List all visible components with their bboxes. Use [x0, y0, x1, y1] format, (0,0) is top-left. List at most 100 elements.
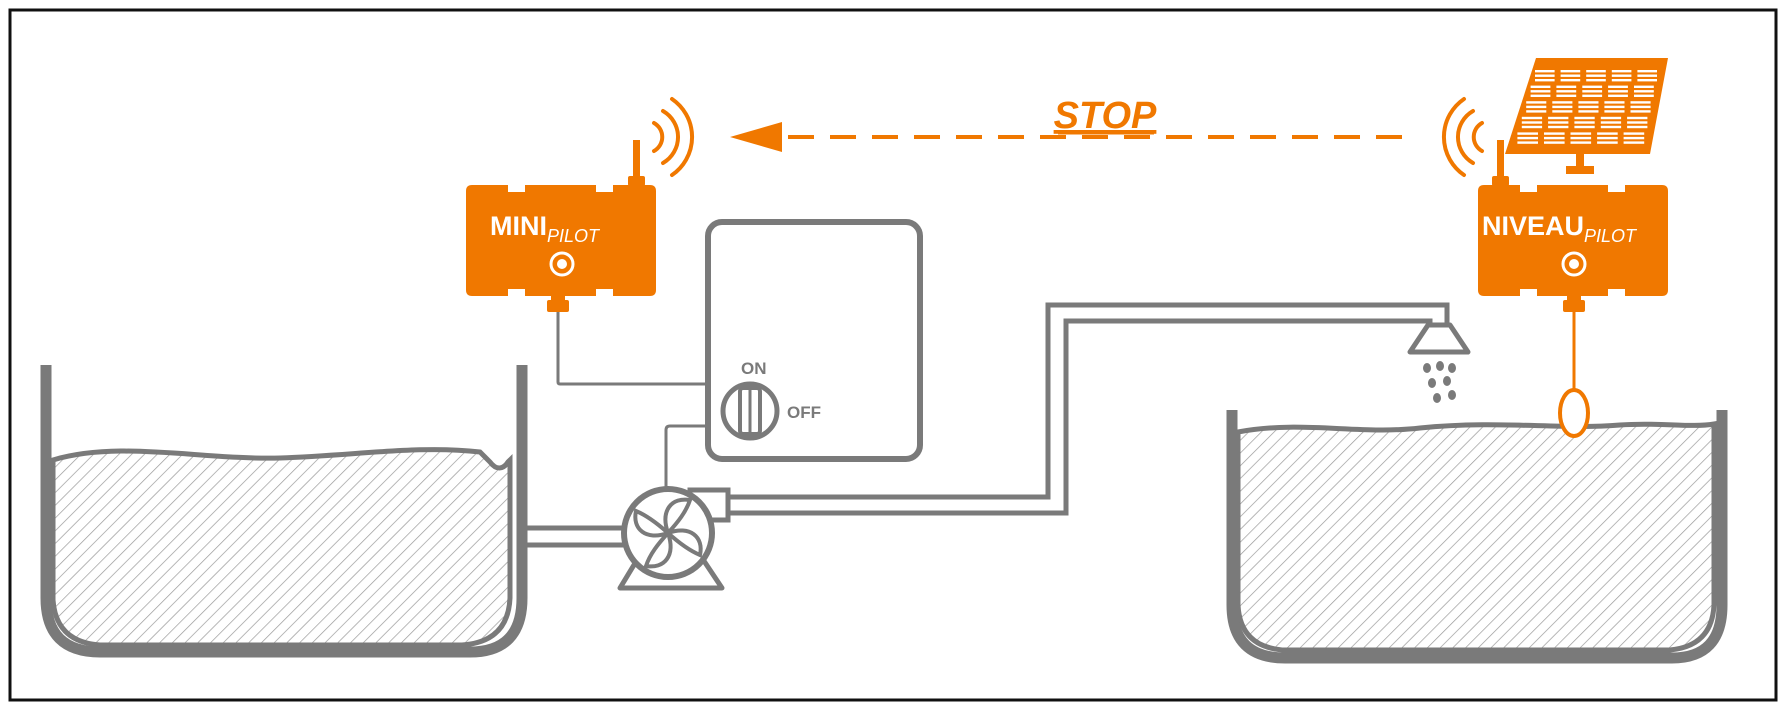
solar-cell [1556, 90, 1577, 93]
water-drops-icon [1423, 361, 1456, 403]
solar-cell [1535, 70, 1555, 73]
solar-cell [1521, 121, 1543, 124]
solar-cell [1544, 136, 1565, 140]
target-tank-wall [1226, 410, 1728, 664]
solar-cell [1535, 74, 1555, 77]
solar-cell [1521, 125, 1543, 129]
solar-cell [1574, 116, 1595, 120]
solar-cell [1521, 116, 1543, 120]
solar-cell [1526, 101, 1547, 104]
solar-cell [1634, 94, 1654, 97]
stop-label: STOP [1054, 95, 1157, 137]
solar-cell [1548, 125, 1569, 129]
solar-cell [1586, 79, 1606, 82]
switch-on-label: ON [741, 359, 767, 378]
solar-cell [1556, 85, 1577, 88]
solar-cell [1582, 94, 1603, 97]
solar-cell [1634, 90, 1654, 93]
control-box: ON OFF [556, 219, 923, 490]
solar-cell [1517, 141, 1538, 144]
solar-cell [1608, 90, 1628, 93]
solar-cell [1578, 101, 1599, 104]
solar-cell [1556, 94, 1577, 97]
solar-cell [1530, 85, 1551, 88]
wireless-signal-icon [1441, 97, 1484, 177]
solar-cell [1552, 101, 1573, 104]
solar-cell [1517, 136, 1538, 140]
solar-cell [1634, 85, 1654, 88]
solar-cell [1582, 85, 1603, 88]
solar-cell [1560, 79, 1581, 82]
solar-cell [1630, 101, 1651, 104]
niveau-pilot-main: NIVEAU [1482, 211, 1584, 241]
solar-cell [1560, 70, 1581, 73]
solar-cell [1570, 136, 1592, 140]
solar-cell [1526, 105, 1547, 109]
antenna-icon [1492, 140, 1509, 186]
solar-cell [1637, 70, 1657, 73]
solar-cell [1578, 105, 1599, 109]
solar-cell [1611, 70, 1632, 73]
solar-cell [1578, 110, 1599, 113]
solar-cell [1627, 125, 1648, 129]
solar-cell [1597, 136, 1618, 140]
niveau-pilot-device: NIVEAUPILOT [1441, 58, 1668, 438]
solar-cell [1570, 141, 1592, 144]
source-water [50, 447, 513, 648]
target-tank [1226, 410, 1728, 664]
solar-cell [1530, 90, 1551, 93]
solar-cell [1600, 116, 1622, 120]
solar-cell [1630, 110, 1651, 113]
solar-cell [1623, 136, 1645, 140]
solar-cell [1608, 94, 1628, 97]
solar-cell [1611, 79, 1632, 82]
mini-pilot-main: MINI [490, 211, 547, 241]
wireless-signal-icon [652, 97, 695, 177]
switch-off-label: OFF [787, 403, 821, 422]
solar-cell [1552, 105, 1573, 109]
source-tank [40, 365, 528, 658]
solar-cell [1608, 85, 1628, 88]
solar-cell [1586, 70, 1606, 73]
solar-cell [1604, 110, 1625, 113]
solar-cell [1586, 74, 1606, 77]
solar-cell [1548, 116, 1569, 120]
wire-to-pump [664, 424, 711, 490]
niveau-pilot-label: NIVEAUPILOT [1482, 211, 1638, 246]
stop-signal-arrow: STOP [730, 95, 1408, 152]
solar-cell [1623, 132, 1645, 135]
solar-cell [1597, 132, 1618, 135]
solar-cell [1530, 94, 1551, 97]
solar-cell [1637, 74, 1657, 77]
solar-cell [1574, 121, 1595, 124]
rotary-switch-icon[interactable] [720, 381, 780, 441]
discharge-pipe-outer [725, 302, 1450, 500]
led-indicator-icon [549, 251, 575, 277]
solar-cell [1582, 90, 1603, 93]
led-indicator-icon [1561, 251, 1587, 277]
solar-cell [1574, 125, 1595, 129]
solar-cell [1627, 116, 1648, 120]
solar-cell [1604, 101, 1625, 104]
mini-pilot-sub: PILOT [547, 226, 601, 246]
source-tank-wall [40, 365, 528, 658]
mini-pilot-label: MINIPILOT [490, 211, 601, 246]
wire-to-mini-pilot [556, 302, 711, 386]
mini-pilot-device: MINIPILOT [466, 97, 695, 312]
solar-cell [1517, 132, 1538, 135]
solar-cell [1600, 125, 1622, 129]
solar-cell [1600, 121, 1622, 124]
outer-frame [8, 8, 1778, 702]
solar-cell [1623, 141, 1645, 144]
solar-cell [1611, 74, 1632, 77]
solar-cell [1552, 110, 1573, 113]
fan-pump-icon [617, 486, 731, 591]
solar-cell [1627, 121, 1648, 124]
solar-cell [1526, 110, 1547, 113]
solar-cell [1535, 79, 1555, 82]
sprinkler-nozzle-icon [1407, 322, 1471, 403]
solar-cell [1544, 141, 1565, 144]
solar-cell [1548, 121, 1569, 124]
